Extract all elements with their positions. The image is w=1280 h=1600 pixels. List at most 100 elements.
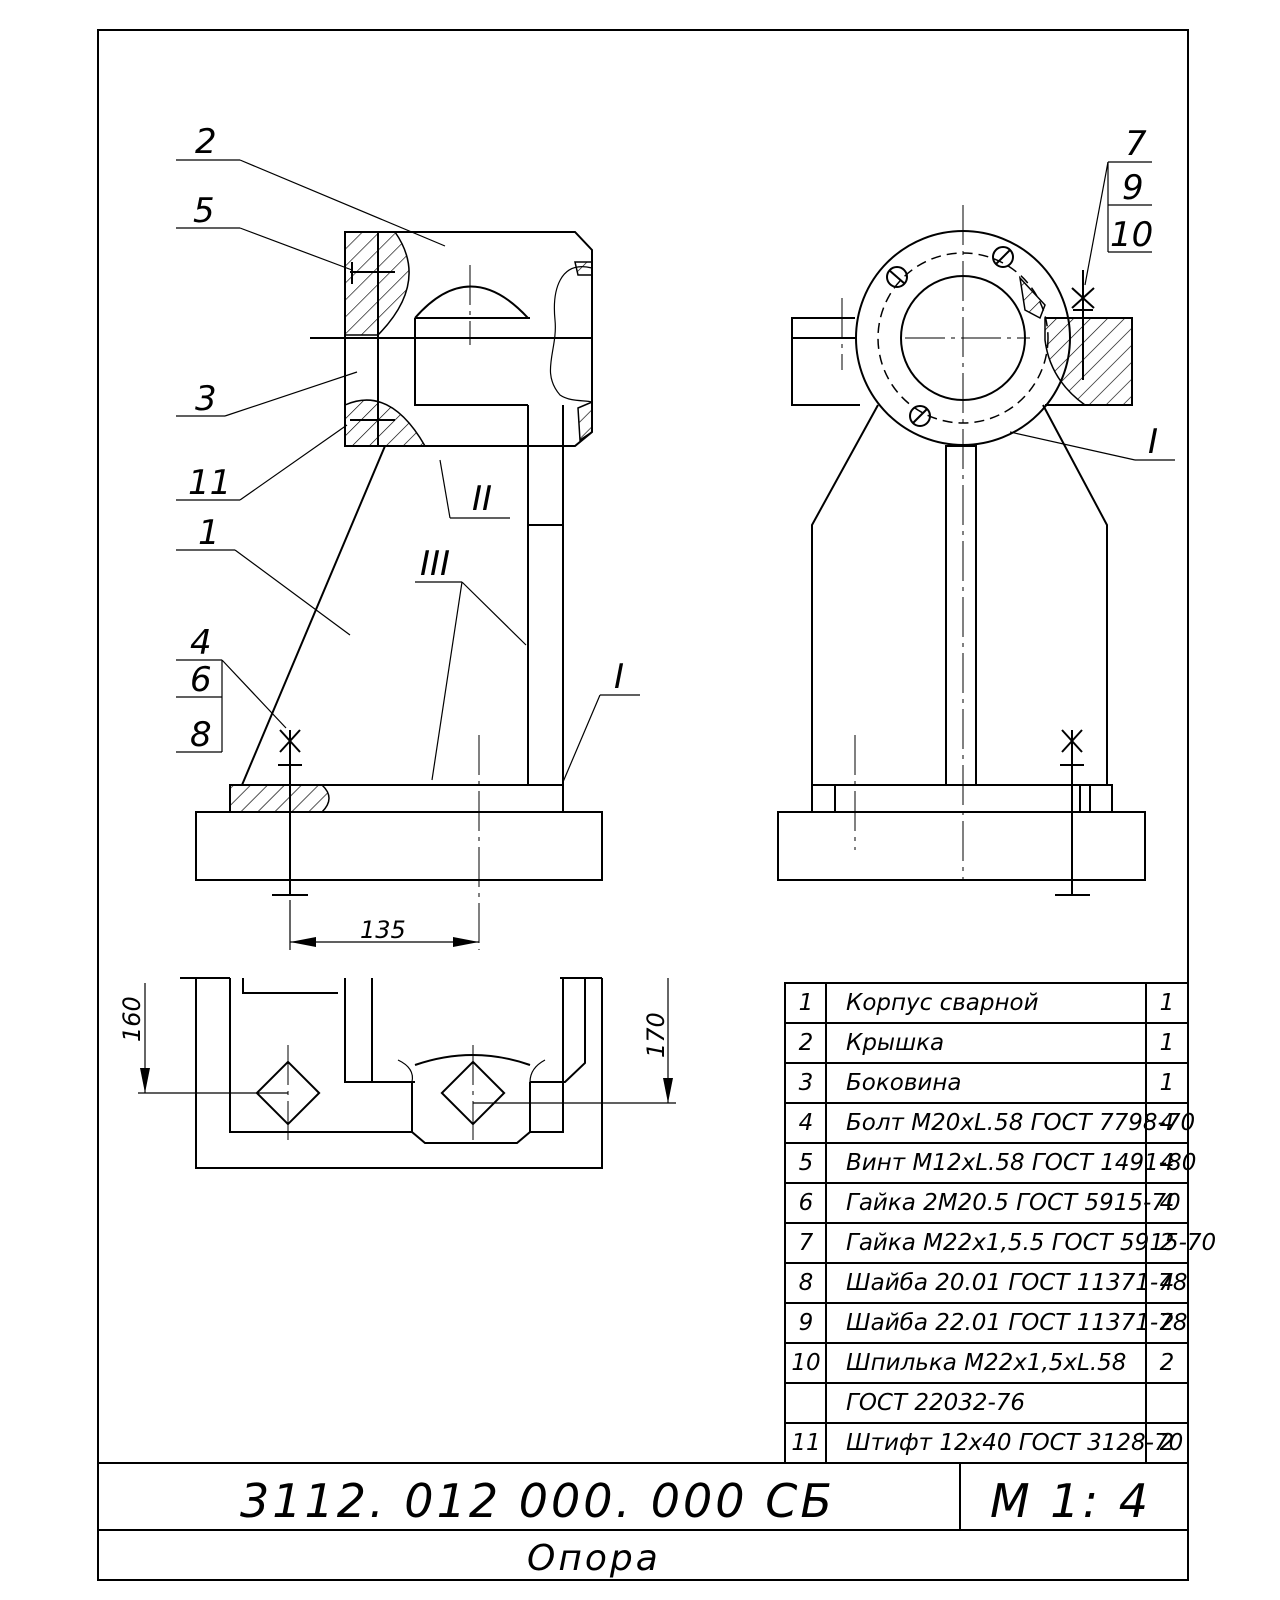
bom-name: Винт М12хL.58 ГОСТ 1491-80 <box>846 1150 1196 1176</box>
label-part-1: 1 <box>198 513 220 553</box>
bom-row: 5 Винт М12хL.58 ГОСТ 1491-804 <box>799 1150 1197 1176</box>
bom-position: 5 <box>799 1150 814 1176</box>
drawing-scale: М 1: 4 <box>990 1474 1151 1528</box>
side-stud <box>1071 270 1095 380</box>
bom-quantity: 4 <box>1160 1190 1175 1216</box>
bottom-nut-center <box>440 1060 506 1126</box>
bom-name: Гайка М22х1,5.5 ГОСТ 5915-70 <box>846 1230 1216 1256</box>
side-view: 7 9 10 I <box>777 124 1175 896</box>
bom-position: 1 <box>799 990 814 1016</box>
bom-name: Шайба 20.01 ГОСТ 11371-78 <box>846 1270 1187 1296</box>
bom-name: Штифт 12х40 ГОСТ 3128-70 <box>846 1430 1183 1456</box>
bom-quantity: 1 <box>1160 1070 1175 1096</box>
side-hole-top-left <box>886 266 908 288</box>
bom-position: 3 <box>799 1070 814 1096</box>
drawing-title: Опора <box>527 1538 661 1579</box>
bom-row: 2 Крышка 1 <box>799 1030 1175 1056</box>
front-view: 135 2 5 3 <box>176 122 640 950</box>
bom-name: Корпус сварной <box>846 990 1039 1016</box>
front-screw-section-hatch <box>344 231 410 336</box>
bom-quantity: 2 <box>1160 1430 1175 1456</box>
bom-row: 6 Гайка 2М20.5 ГОСТ 5915-704 <box>799 1190 1181 1216</box>
bom-row: 7 Гайка М22х1,5.5 ГОСТ 5915-702 <box>799 1230 1216 1256</box>
bom-quantity: 4 <box>1160 1270 1175 1296</box>
bom-quantity: 1 <box>1160 990 1175 1016</box>
label-weld-I-front: I <box>614 657 624 697</box>
bottom-arc-lip-right <box>529 1059 546 1083</box>
side-hole-top-right <box>992 246 1014 268</box>
bom-row: 10 Шпилька М22х1,5хL.58 2 <box>791 1350 1174 1376</box>
side-flange-strip <box>811 784 1113 813</box>
bom-name: ГОСТ 22032-76 <box>846 1390 1025 1416</box>
bom-row: 9 Шайба 22.01 ГОСТ 11371-782 <box>799 1310 1188 1336</box>
front-bolt <box>272 729 308 896</box>
front-break-line <box>549 266 593 403</box>
dimension-170-text: 170 <box>642 1012 670 1058</box>
label-weld-III: III <box>420 544 450 584</box>
side-leaders <box>1009 161 1175 461</box>
front-vertical-rib <box>527 524 564 786</box>
bom-quantity: 4 <box>1160 1110 1175 1136</box>
side-base-plate <box>777 811 1146 881</box>
title-block: 3112. 012 000. 000 СБ М 1: 4 Опора <box>98 1462 1188 1579</box>
bom-quantity: 2 <box>1160 1310 1175 1336</box>
label-part-8: 8 <box>190 715 212 755</box>
side-bolt <box>1055 729 1090 896</box>
front-leaders <box>176 159 640 783</box>
front-chamfer-hatch-top <box>574 261 593 276</box>
bottom-rib-left <box>344 978 415 1083</box>
bottom-center-pocket <box>411 1082 531 1144</box>
front-dimension-135: 135 <box>289 900 479 950</box>
side-wedge-hatch <box>1018 275 1046 320</box>
bom-position: 8 <box>799 1270 814 1296</box>
side-hole-bottom-left <box>909 405 931 427</box>
bom-position: 4 <box>799 1110 814 1136</box>
bom-quantity: 2 <box>1160 1350 1175 1376</box>
front-pin-section-hatch <box>344 399 427 447</box>
bottom-outer-outline <box>180 977 603 1169</box>
bom-row: 3 Боковина 1 <box>799 1070 1175 1096</box>
front-base-plate <box>195 811 603 881</box>
bom-position: 6 <box>799 1190 814 1216</box>
bom-position: 9 <box>799 1310 814 1336</box>
label-part-5: 5 <box>193 191 215 231</box>
bom-row: 1 Корпус сварной 1 <box>799 990 1175 1016</box>
bottom-rib-right <box>530 978 586 1083</box>
bom-row: 8 Шайба 20.01 ГОСТ 11371-784 <box>799 1270 1188 1296</box>
bom-name: Крышка <box>846 1030 944 1056</box>
label-part-2: 2 <box>195 122 217 162</box>
bom-name: Болт М20хL.58 ГОСТ 7798-70 <box>846 1110 1195 1136</box>
label-part-4: 4 <box>190 623 212 663</box>
label-part-6: 6 <box>190 660 212 700</box>
front-inclined-wall <box>241 445 386 786</box>
drawing-designation: 3112. 012 000. 000 СБ <box>240 1474 835 1528</box>
bom-position: 11 <box>791 1430 820 1456</box>
label-part-7: 7 <box>1125 124 1147 164</box>
bottom-arc-lip-left <box>397 1059 414 1083</box>
bom-position: 2 <box>799 1030 814 1056</box>
bom-position: 10 <box>791 1350 820 1376</box>
dimension-160-text: 160 <box>118 996 146 1042</box>
bom-row: 11 Штифт 12х40 ГОСТ 3128-702 <box>791 1430 1183 1456</box>
bom-name: Гайка 2М20.5 ГОСТ 5915-70 <box>846 1190 1181 1216</box>
bom-name: Боковина <box>846 1070 961 1096</box>
label-part-9: 9 <box>1122 168 1144 208</box>
front-internal-pocket <box>414 317 530 406</box>
bom-name: Шпилька М22х1,5хL.58 <box>846 1350 1126 1376</box>
bom-quantity: 1 <box>1160 1030 1175 1056</box>
label-weld-II: II <box>472 479 492 519</box>
bom-quantity: 2 <box>1160 1230 1175 1256</box>
bom-row: ГОСТ 22032-76 <box>846 1390 1025 1416</box>
drawing-frame <box>97 29 1189 1581</box>
bom-quantity: 4 <box>1160 1150 1175 1176</box>
bom-name: Шайба 22.01 ГОСТ 11371-78 <box>846 1310 1187 1336</box>
front-flange-hatch <box>229 784 330 813</box>
bottom-view: 160 170 <box>118 977 676 1169</box>
side-beam-hatch <box>1044 317 1133 406</box>
bottom-nut-left <box>255 1060 321 1126</box>
bom-position: 7 <box>799 1230 814 1256</box>
label-part-10: 10 <box>1110 215 1153 255</box>
